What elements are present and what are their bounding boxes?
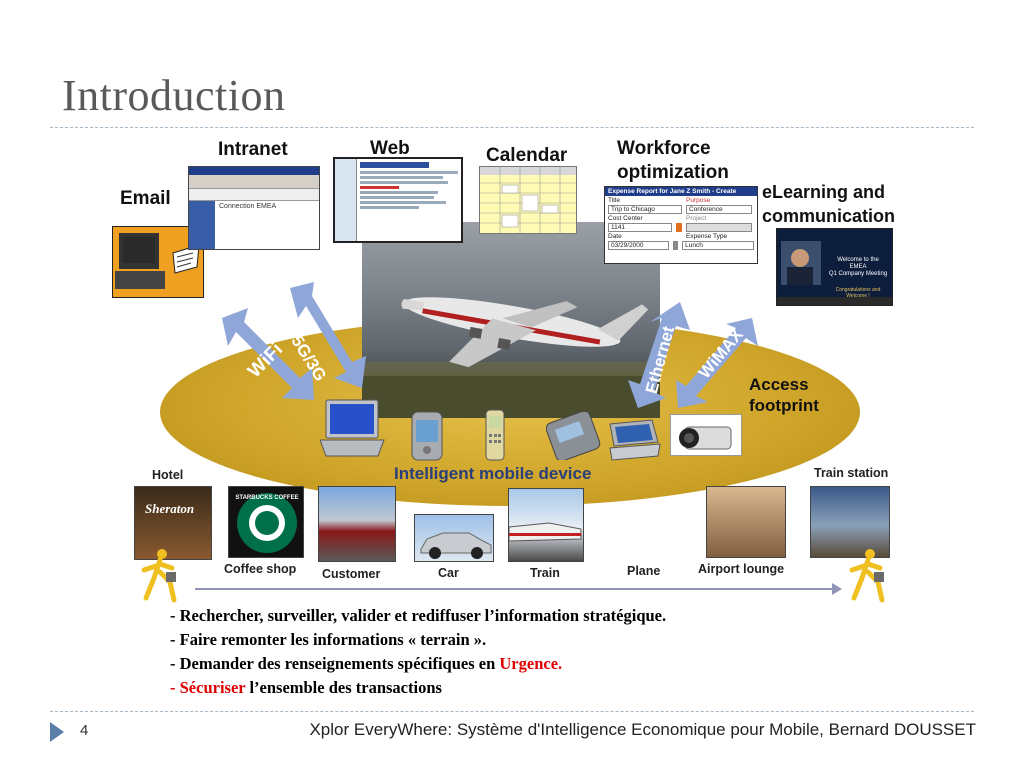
footer-divider (50, 711, 974, 712)
intranet-thumbnail: Connection EMEA (188, 166, 320, 250)
traveler-icon-left (141, 549, 177, 603)
intranet-banner: Connection EMEA (219, 203, 277, 210)
airport-lounge-photo (706, 486, 786, 558)
pda-icon (411, 411, 443, 461)
bullet-4: - Sécuriser l’ensemble des transactions (170, 678, 442, 697)
location-hotel-label: Hotel (152, 468, 184, 482)
train-icon (509, 522, 582, 542)
starbucks-logo-icon: STARBUCKS COFFEE (235, 493, 299, 553)
smartphone-icon (546, 412, 601, 460)
airplane-icon (362, 297, 660, 418)
location-customer-label: Customer (322, 567, 381, 581)
computer-icon (115, 233, 200, 289)
location-train-station-label: Train station (814, 466, 889, 480)
car-icon (420, 532, 492, 559)
location-plane-label: Plane (627, 564, 661, 578)
coffee-photo: STARBUCKS COFFEE (228, 486, 304, 558)
form-expense-type-label: Expense Type (686, 233, 728, 240)
web-thumbnail (333, 157, 463, 243)
bullet-3-highlight: Urgence. (499, 654, 563, 673)
hotel-sign: Sheraton (145, 501, 195, 516)
video-line-2: EMEA (849, 264, 867, 270)
g3-arrow (290, 282, 366, 388)
form-title-field: Trip to Chicago (608, 205, 682, 214)
laptop-icon (320, 399, 385, 457)
form-date-field: 03/29/2000 (608, 241, 669, 250)
bullet-list: - Rechercher, surveiller, valider et red… (170, 604, 666, 700)
traveler-icon-right (849, 549, 885, 603)
form-cost-center-field: 1141 (608, 223, 672, 232)
bullet-4-highlight: Sécuriser (179, 678, 246, 697)
center-label: Intelligent mobile device (394, 464, 592, 483)
label-email: Email (120, 188, 171, 209)
calendar-grid-icon (480, 167, 576, 233)
car-photo (414, 514, 494, 562)
camera-icon (679, 426, 732, 450)
title-divider (50, 127, 974, 128)
slide-title: Introduction (62, 71, 286, 120)
calendar-thumbnail (479, 166, 577, 234)
access-footprint-label: Access footprint (749, 375, 819, 415)
timeline-arrowhead (832, 583, 842, 595)
coffee-sign: STARBUCKS COFFEE (235, 495, 298, 501)
form-expense-type-field: Lunch (682, 241, 754, 250)
location-coffee-label: Coffee shop (224, 562, 297, 576)
expense-form-thumbnail: Expense Report for Jane Z Smith - Create… (604, 186, 758, 264)
location-airport-lounge-label: Airport lounge (698, 562, 785, 576)
label-elearning: eLearning and communication (762, 182, 896, 226)
camera-thumbnail (670, 414, 742, 456)
label-calendar: Calendar (486, 145, 568, 166)
hotel-photo: Sheraton (134, 486, 212, 560)
form-header: Expense Report for Jane Z Smith - Create (605, 187, 757, 196)
wimax-arrow (676, 318, 758, 408)
form-purpose-label: Purpose (686, 197, 711, 204)
train-station-photo (810, 486, 890, 558)
mobile-phone-icon (485, 409, 505, 461)
bullet-3: - Demander des renseignements spécifique… (170, 654, 563, 673)
bullet-2: - Faire remonter les informations « terr… (170, 630, 487, 649)
ethernet-arrow (628, 302, 690, 408)
location-train-label: Train (530, 566, 560, 580)
handheld-pc-icon (609, 419, 661, 461)
footer-arrow-icon (50, 722, 64, 742)
video-line-1: Welcome to the (837, 257, 879, 263)
form-title-label: Title (608, 197, 621, 204)
form-project-label: Project (686, 215, 707, 222)
bullet-1: - Rechercher, surveiller, valider et red… (170, 606, 667, 625)
label-workforce: Workforce optimization (617, 138, 729, 183)
form-cost-center-label: Cost Center (608, 215, 643, 222)
form-date-label: Date (608, 233, 622, 240)
wifi-arrow (222, 308, 314, 400)
label-web: Web (370, 138, 410, 159)
page-number: 4 (80, 722, 89, 739)
journey-timeline (195, 588, 835, 590)
video-line-3: Q1 Company Meeting (828, 271, 888, 277)
elearning-thumbnail: Welcome to the EMEA Q1 Company Meeting C… (776, 228, 893, 306)
train-photo (508, 488, 584, 562)
footer-text: Xplor EveryWhere: Système d'Intelligence… (309, 720, 976, 739)
customer-photo (318, 486, 396, 562)
location-car-label: Car (438, 566, 459, 580)
form-purpose-field: Conference (686, 205, 752, 214)
video-line-4: Congratulations and Welcome ! (835, 287, 881, 299)
label-intranet: Intranet (218, 139, 288, 160)
